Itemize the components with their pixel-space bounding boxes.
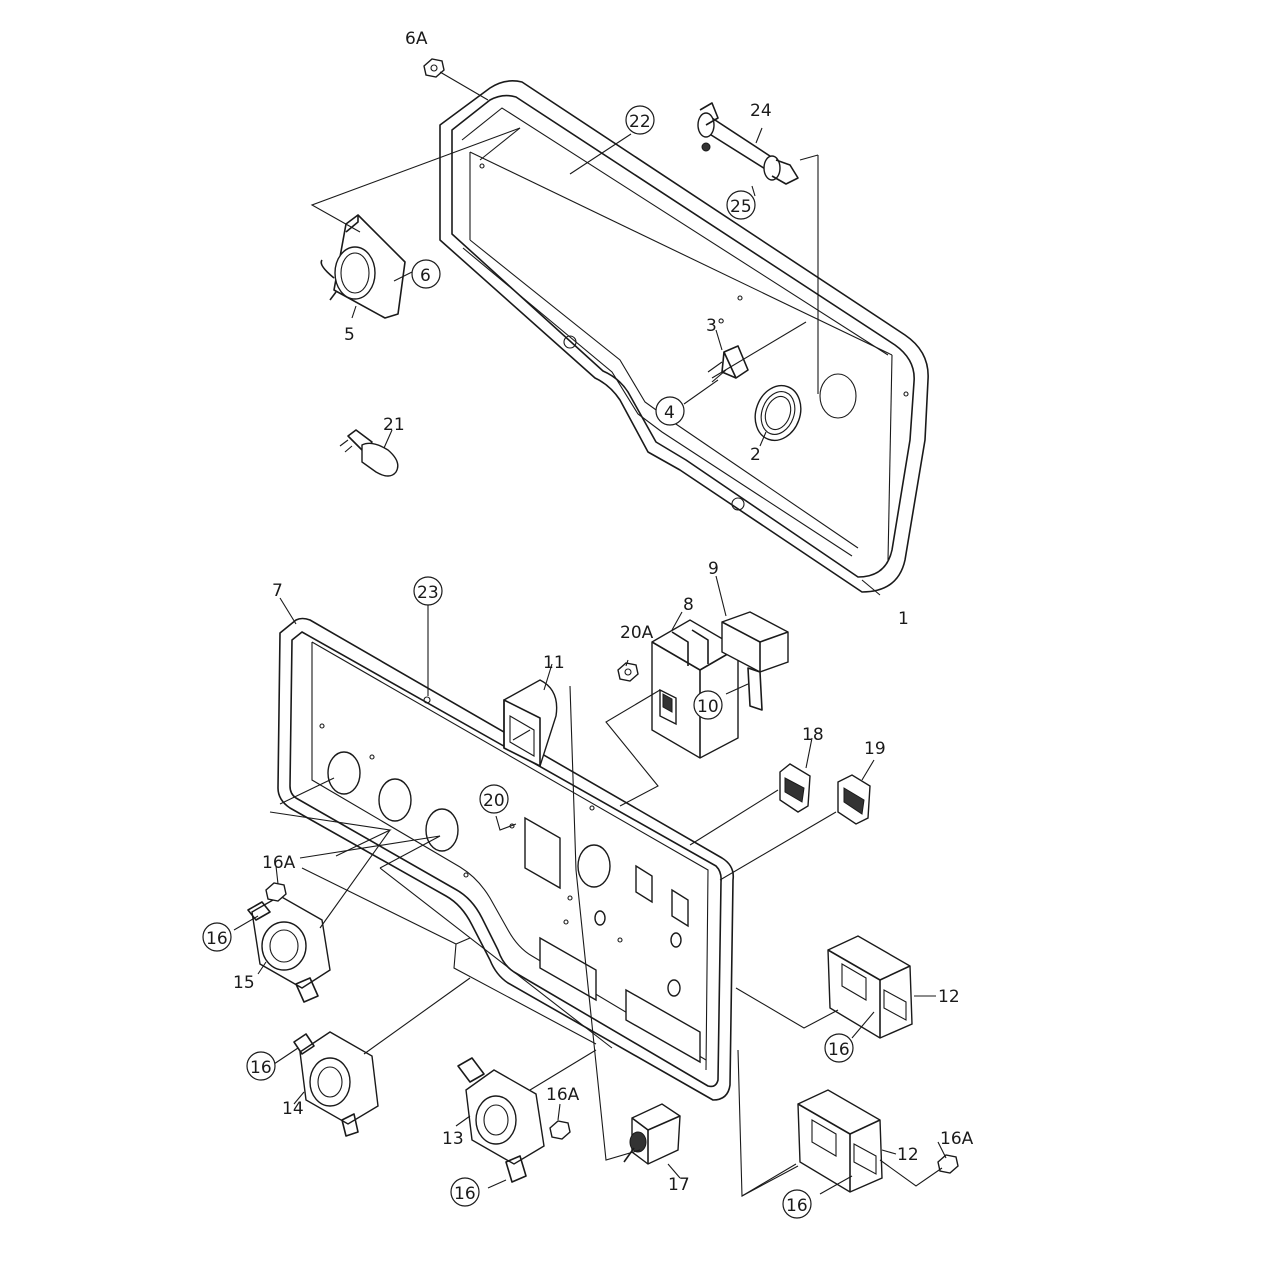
callout-16-e-circle	[782, 1189, 812, 1219]
rear-housing	[439, 80, 929, 593]
duplex-receptacle-12-top	[827, 935, 913, 1039]
callout-16-e: 16	[786, 1196, 808, 1216]
callout-labels: 6A 22 24 25 6 5 3° 4 2 21 1 7 23 9 8 20A…	[202, 29, 974, 1219]
callout-25: 25	[730, 197, 752, 217]
circuit-breaker-8	[651, 619, 739, 759]
callout-6: 6	[420, 266, 431, 286]
nut-6a-top	[423, 58, 489, 101]
front-control-panel	[277, 617, 735, 1101]
callout-6a-top: 6A	[405, 29, 428, 49]
receptacle-13	[457, 1057, 571, 1183]
nut-20a	[617, 662, 639, 682]
callout-23: 23	[417, 583, 439, 603]
callout-25-circle	[726, 190, 756, 220]
callout-10-circle	[693, 690, 723, 720]
receptacle-15	[247, 882, 331, 1003]
callout-5: 5	[344, 325, 355, 345]
callout-4-circle	[655, 396, 685, 426]
callout-1: 1	[898, 609, 909, 629]
callout-16-d: 16	[454, 1184, 476, 1204]
callout-9: 9	[708, 559, 719, 579]
callout-20-circle	[479, 784, 509, 814]
callout-15: 15	[233, 973, 255, 993]
callout-13: 13	[442, 1129, 464, 1149]
callout-24: 24	[750, 101, 772, 121]
lower-leader-lines	[233, 575, 947, 1197]
rocker-switch-18	[779, 763, 811, 813]
callout-16-b: 16	[828, 1040, 850, 1060]
upper-leader-lines	[310, 127, 881, 596]
receptacle-14	[293, 1031, 379, 1137]
callout-4: 4	[664, 403, 675, 423]
callout-7: 7	[272, 581, 283, 601]
callout-19: 19	[864, 739, 886, 759]
callout-20: 20	[483, 791, 505, 811]
callout-16-b-circle	[824, 1033, 854, 1063]
callout-12-bottom: 12	[897, 1145, 919, 1165]
callout-14: 14	[282, 1099, 304, 1119]
callout-21: 21	[383, 415, 405, 435]
callout-6-circle	[411, 259, 441, 289]
bracket-9	[721, 611, 789, 711]
callout-17: 17	[668, 1175, 690, 1195]
callout-18: 18	[802, 725, 824, 745]
meter-11	[503, 679, 558, 767]
callout-16-c: 16	[250, 1058, 272, 1078]
callout-11: 11	[543, 653, 565, 673]
callout-8: 8	[683, 595, 694, 615]
callout-10: 10	[697, 697, 719, 717]
toggle-switch-17	[623, 1103, 681, 1165]
duplex-receptacle-12-bottom	[797, 1089, 959, 1193]
callout-16a-left: 16A	[262, 853, 296, 873]
callout-2: 2	[750, 445, 761, 465]
callout-3: 3°	[706, 316, 725, 336]
callout-20a: 20A	[620, 623, 654, 643]
fuse-holder-24	[697, 102, 799, 185]
callout-23-circle	[413, 576, 443, 606]
callout-16-a-circle	[202, 922, 232, 952]
callout-12-top: 12	[938, 987, 960, 1007]
bulb-21	[339, 429, 399, 477]
callout-22: 22	[629, 112, 651, 132]
lamp-socket-6	[320, 214, 406, 319]
callout-16-a: 16	[206, 929, 228, 949]
callout-16a-right: 16A	[940, 1129, 974, 1149]
grommet-ring-2	[754, 384, 802, 442]
callout-16a-mid: 16A	[546, 1085, 580, 1105]
rocker-switch-19	[837, 774, 871, 825]
callout-16-d-circle	[450, 1177, 480, 1207]
callout-16-c-circle	[246, 1051, 276, 1081]
callout-22-circle	[625, 105, 655, 135]
